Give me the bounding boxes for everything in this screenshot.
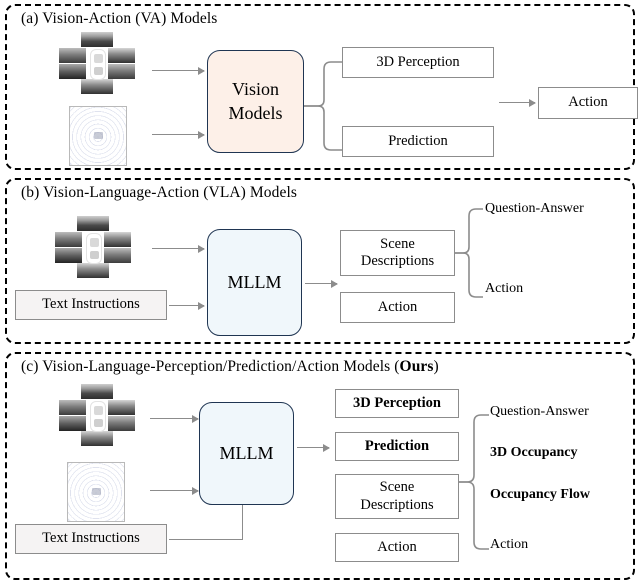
multi-camera-images-b [55, 216, 131, 278]
camera-front-image [81, 32, 113, 47]
output-box-prediction-c: Prediction [335, 432, 459, 461]
brace-label-question-answer-b: Question-Answer [485, 201, 584, 216]
panel-b-title: (b) Vision-Language-Action (VLA) Models [21, 184, 298, 201]
arrow-camera-to-mllm-b [152, 245, 205, 253]
camera-front-image [77, 216, 109, 231]
camera-front-left-image [55, 232, 82, 247]
output-box-3d-perception-a: 3D Perception [342, 47, 494, 78]
brace-label-action-c: Action [490, 537, 529, 552]
camera-front-left-image [59, 48, 86, 63]
output-box-3d-perception-c: 3D Perception [335, 389, 459, 418]
camera-front-right-image [108, 48, 135, 63]
ego-vehicle-icon [90, 401, 106, 432]
arrow-lidar-to-mllm-c [150, 487, 199, 495]
arrow-camera-to-vision-models [152, 67, 205, 75]
scene-descriptions-label: Scene Descriptions [360, 479, 434, 513]
lidar-ego-marker [93, 132, 103, 139]
brace-outputs-c [459, 414, 489, 550]
scene-descriptions-label: Scene Descriptions [360, 235, 435, 269]
ego-vehicle-icon [86, 233, 102, 264]
arrow-mllm-to-outputs-b [305, 280, 338, 288]
text-instructions-box-b: Text Instructions [15, 290, 167, 320]
camera-front-right-image [104, 232, 131, 247]
vision-models-block: Vision Models [207, 50, 304, 153]
text-instructions-box-c: Text Instructions [15, 524, 167, 554]
output-box-scene-descriptions-c: Scene Descriptions [335, 474, 459, 519]
arrow-lidar-to-vision-models [152, 131, 205, 139]
camera-front-image [81, 384, 113, 399]
multi-camera-images-c [59, 384, 135, 446]
camera-back-left-image [59, 416, 86, 431]
camera-back-image [81, 431, 113, 446]
multi-camera-images-a [59, 32, 135, 94]
camera-back-right-image [108, 64, 135, 79]
camera-front-right-image [108, 400, 135, 415]
brace-outputs-b [455, 208, 483, 298]
output-box-action-a: Action [538, 87, 638, 119]
panel-vision-action: (a) Vision-Action (VA) Models Vision Mod… [5, 4, 638, 170]
ego-vehicle-icon [90, 49, 106, 80]
panel-vision-language-action: (b) Vision-Language-Action (VLA) Models … [5, 178, 635, 344]
camera-back-left-image [59, 64, 86, 79]
brace-vision-outputs [304, 61, 342, 151]
brace-label-action-b: Action [485, 281, 524, 296]
lidar-point-cloud-a [69, 106, 127, 166]
mllm-block-b: MLLM [207, 229, 302, 336]
lidar-ego-marker [91, 488, 101, 495]
arrow-to-action-a [499, 99, 536, 107]
output-box-action-b: Action [340, 292, 455, 323]
panel-vision-language-perception-prediction-action: (c) Vision-Language-Perception/Predictio… [5, 352, 635, 580]
output-box-action-c: Action [335, 533, 459, 562]
camera-back-right-image [108, 416, 135, 431]
arrow-camera-to-mllm-c [150, 415, 199, 423]
panel-c-title: (c) Vision-Language-Perception/Predictio… [21, 358, 439, 375]
panel-a-title: (a) Vision-Action (VA) Models [21, 10, 218, 27]
camera-back-image [81, 79, 113, 94]
brace-label-question-answer-c: Question-Answer [490, 404, 589, 419]
brace-label-occupancy-flow-c: Occupancy Flow [490, 487, 590, 502]
output-box-scene-descriptions-b: Scene Descriptions [340, 230, 455, 276]
output-box-prediction-a: Prediction [342, 126, 494, 157]
mllm-block-c: MLLM [199, 402, 294, 505]
vision-models-label: Vision Models [228, 79, 283, 123]
camera-back-left-image [55, 248, 82, 263]
camera-front-left-image [59, 400, 86, 415]
arrow-text-to-mllm-b [169, 302, 205, 310]
lidar-point-cloud-c [67, 462, 125, 522]
arrow-mllm-to-outputs-c [297, 444, 330, 452]
camera-back-right-image [104, 248, 131, 263]
brace-label-3d-occupancy-c: 3D Occupancy [490, 445, 578, 460]
camera-back-image [77, 263, 109, 278]
